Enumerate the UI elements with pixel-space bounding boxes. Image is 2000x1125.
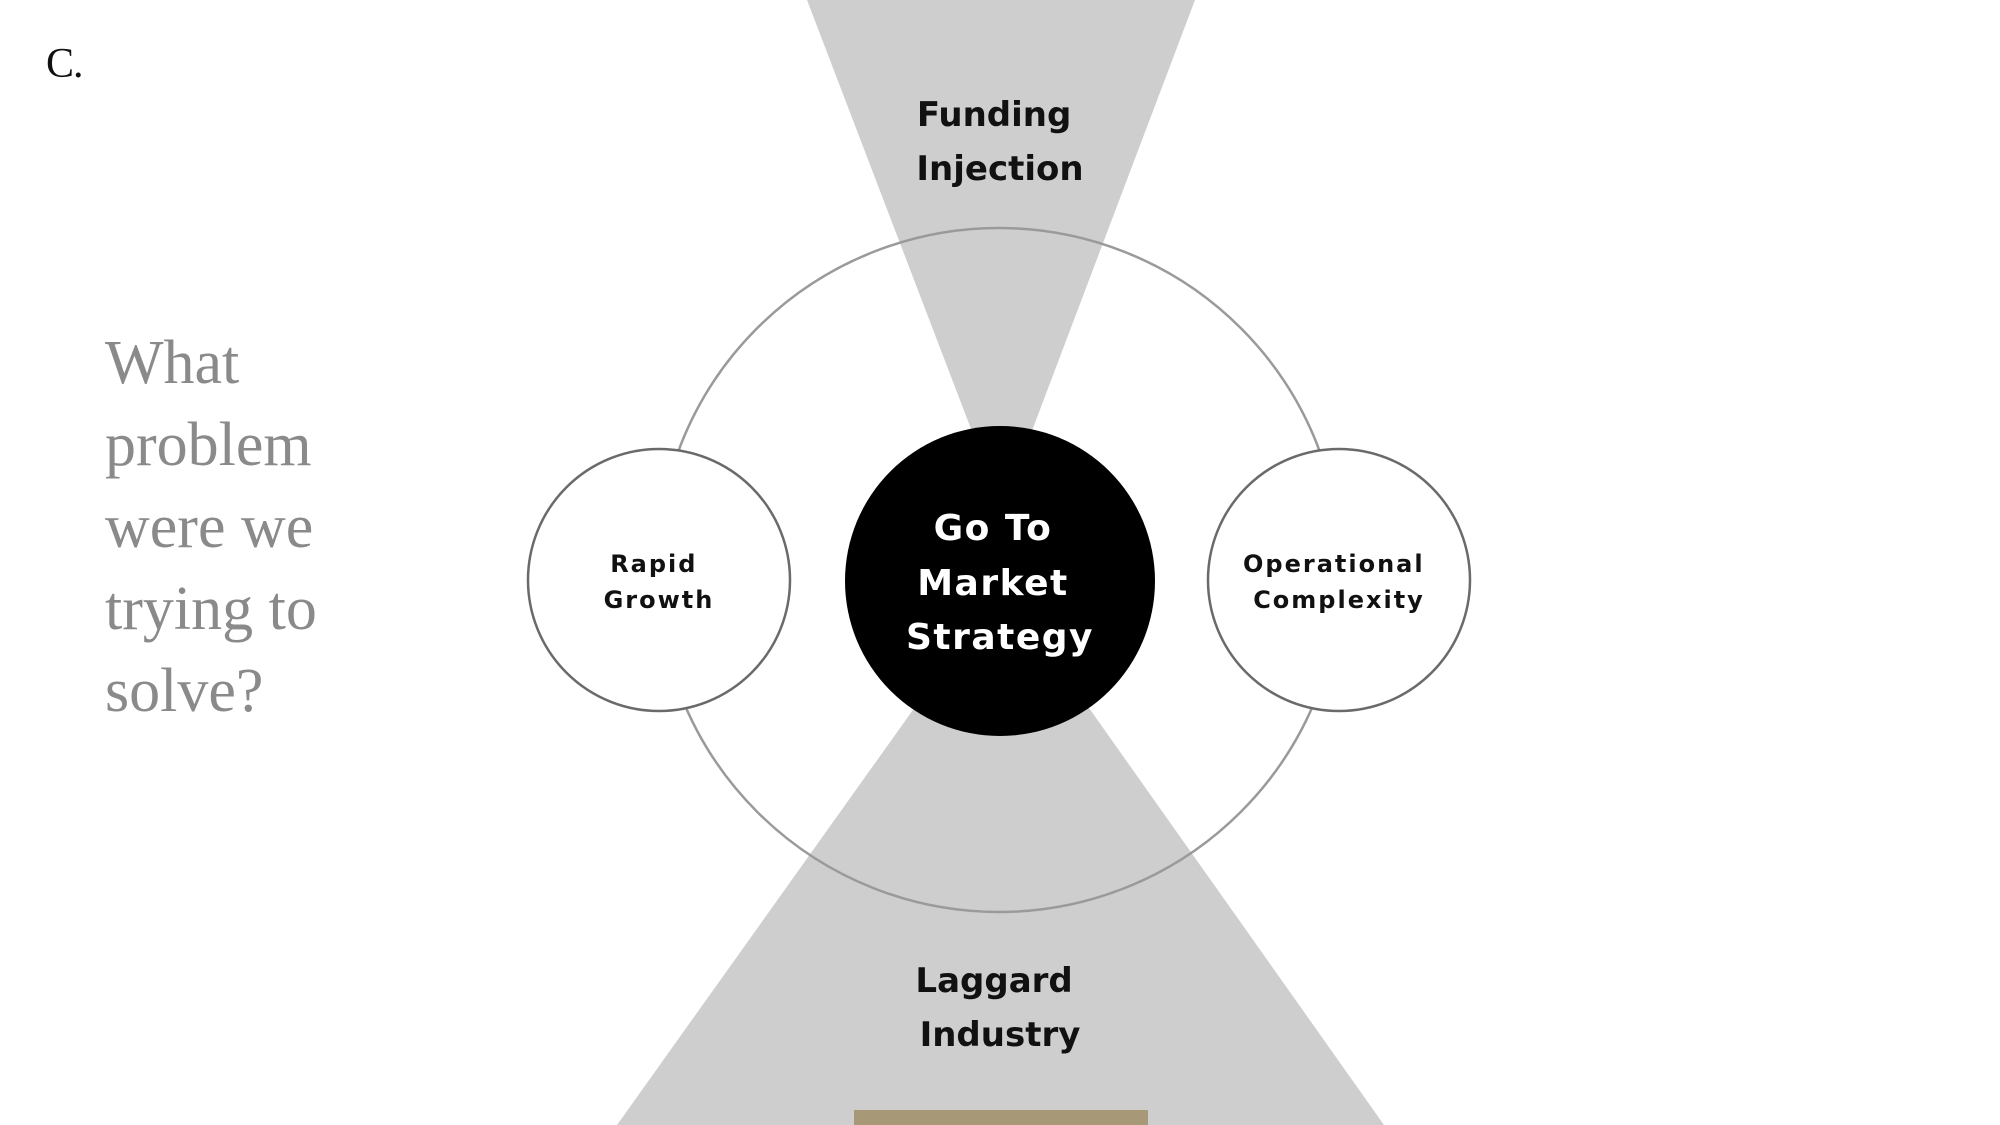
right-label-line-2: Complexity <box>1253 586 1425 614</box>
operational-complexity-node <box>1206 447 1472 713</box>
laggard-industry-label: Laggard Industry <box>915 961 1084 1055</box>
funding-injection-label: Funding Injection <box>916 95 1083 189</box>
question-line: What <box>105 329 240 397</box>
bottom-label-line-1: Laggard <box>915 961 1072 1001</box>
rapid-growth-label: Rapid Growth <box>604 550 715 614</box>
bottom-funnel-shape <box>617 585 1384 1125</box>
question-line: trying to <box>105 575 317 643</box>
top-label-line-1: Funding <box>917 95 1071 135</box>
left-label-line-1: Rapid <box>610 550 697 578</box>
rapid-growth-node <box>526 447 792 713</box>
center-label-line-3: Strategy <box>906 617 1094 658</box>
question-heading: What problem were we trying to solve? <box>105 322 435 732</box>
center-label-line-1: Go To <box>934 508 1053 549</box>
brand-logo: C. <box>46 41 84 87</box>
question-line: solve? <box>105 657 264 725</box>
left-label-line-2: Growth <box>604 586 715 614</box>
accent-bar <box>854 1110 1148 1125</box>
center-label-line-2: Market <box>917 563 1068 604</box>
go-to-market-node <box>845 426 1155 736</box>
go-to-market-label: Go To Market Strategy <box>906 508 1094 658</box>
top-funnel-shape <box>807 0 1195 510</box>
top-label-line-2: Injection <box>916 149 1083 189</box>
operational-complexity-label: Operational Complexity <box>1243 550 1435 614</box>
question-line: were we <box>105 493 314 561</box>
bottom-label-line-2: Industry <box>920 1015 1081 1055</box>
question-line: problem <box>105 411 312 479</box>
right-label-line-1: Operational <box>1243 550 1425 578</box>
